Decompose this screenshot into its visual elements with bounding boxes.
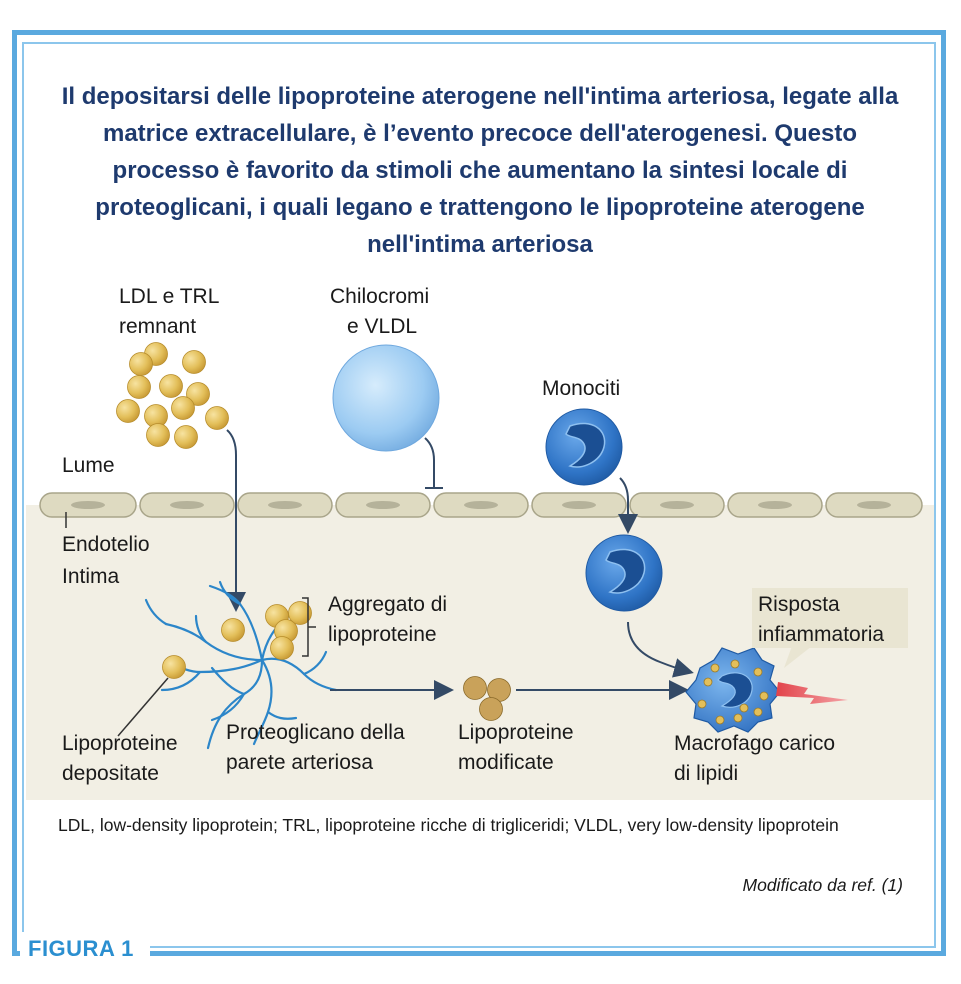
modified-lipoproteins <box>463 676 511 721</box>
label-depositate-line2: depositate <box>62 762 159 785</box>
label-aggregato-line2: lipoproteine <box>328 623 437 646</box>
label-macrofago-line1: Macrofago carico <box>674 732 836 755</box>
figure-title: Il depositarsi delle lipoproteine aterog… <box>61 83 899 258</box>
label-ldl-trl-line1: LDL e TRL <box>119 285 220 308</box>
label-proteoglicano-line2: parete arteriosa <box>226 751 374 774</box>
ldl-trl-cluster <box>116 342 229 449</box>
label-intima: Intima <box>62 565 120 588</box>
foam-cell-macrophage <box>685 647 781 733</box>
label-aggregato: Aggregato di lipoproteine <box>328 590 447 650</box>
vldl-blocked-line <box>424 437 443 489</box>
monocyte-transmigration-arrow <box>618 477 638 534</box>
credit: Modificato da ref. (1) <box>742 875 903 895</box>
inflammation-box: Risposta infiammatoria <box>752 588 908 648</box>
label-ldl-trl: LDL e TRL remnant <box>119 282 219 342</box>
label-modificate-line1: Lipoproteine <box>458 721 574 744</box>
monocyte-differentiation-arrow <box>627 621 694 678</box>
label-modificate-line2: modificate <box>458 751 554 774</box>
inner-frame <box>22 42 936 948</box>
aggregate-bracket <box>302 597 316 657</box>
endothelium-layer <box>39 492 923 518</box>
label-risposta-line2: infiammatoria <box>758 623 885 646</box>
label-proteoglicano: Proteoglicano della parete arteriosa <box>226 718 405 778</box>
label-proteoglicano-line1: Proteoglicano della <box>226 721 405 744</box>
label-lipoproteine-modificate: Lipoproteine modificate <box>458 718 574 778</box>
inflammation-bolt <box>776 682 848 704</box>
vldl-particle <box>332 344 440 452</box>
label-risposta-line1: Risposta <box>758 593 840 616</box>
label-monociti: Monociti <box>542 377 621 400</box>
label-macrofago: Macrofago carico di lipidi <box>674 729 835 789</box>
outer-frame <box>12 30 946 956</box>
label-lipoproteine-depositate: Lipoproteine depositate <box>62 729 178 789</box>
proteoglycan-network <box>144 580 338 750</box>
deposited-lipoproteins <box>162 618 245 679</box>
label-chilo-line1: Chilocromi <box>330 285 430 308</box>
footnote: LDL, low-density lipoprotein; TRL, lipop… <box>58 815 839 835</box>
monocyte-lumen <box>545 408 623 486</box>
label-endotelio: Endotelio <box>62 533 150 556</box>
ldl-entry-arrow <box>226 429 246 612</box>
label-aggregato-line1: Aggregato di <box>328 593 448 616</box>
intima-region <box>26 505 934 800</box>
figure-label: FIGURA 1 <box>20 932 150 966</box>
monocyte-intima <box>585 534 663 612</box>
deposited-pointer <box>117 677 169 737</box>
label-lume: Lume <box>62 454 115 477</box>
inflammation-bubble-tail <box>784 646 812 668</box>
lipoprotein-aggregate <box>265 601 312 660</box>
label-macrofago-line2: di lipidi <box>674 762 739 785</box>
label-chilo-line2: e VLDL <box>347 315 418 338</box>
label-chilocromi: Chilocromi e VLDL <box>330 282 429 342</box>
label-ldl-trl-line2: remnant <box>119 315 197 338</box>
label-depositate-line1: Lipoproteine <box>62 732 178 755</box>
